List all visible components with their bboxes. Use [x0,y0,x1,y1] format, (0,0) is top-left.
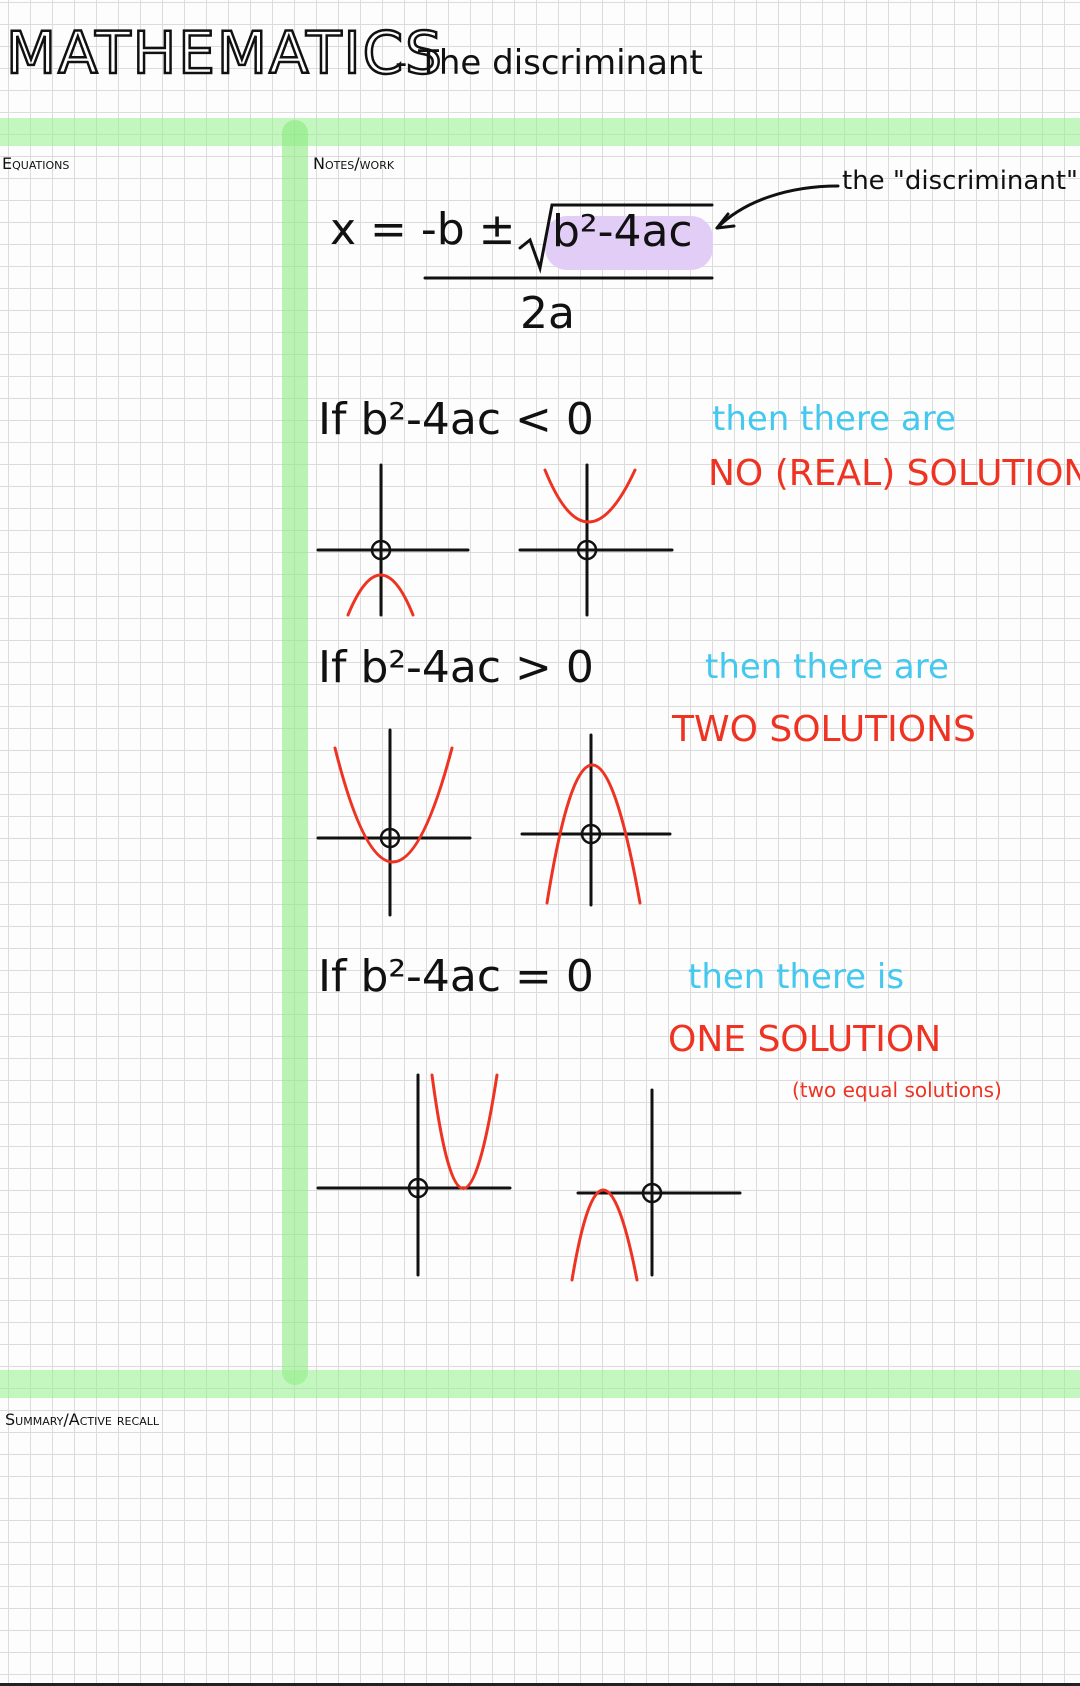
arrow-head-icon [715,212,736,230]
graph-one-solution-down [570,1088,742,1282]
annotation-arrow [715,184,840,230]
graph-two-solutions-down [520,733,672,907]
case-zero-lead: then there is [688,957,905,997]
case-zero-condition: If b²-4ac = 0 [318,951,594,1002]
case-negative-lead: then there are [712,399,956,439]
discriminant-annotation: the "discriminant" [842,166,1078,196]
graph-no-solution-up [518,463,674,617]
case-zero-result: ONE SOLUTION [668,1019,942,1060]
summary-divider [0,1370,1080,1398]
equations-heading: Equations [2,154,70,173]
case-negative-result: NO (REAL) SOLUTIONS [708,453,1080,494]
graph-two-solutions-up [316,728,472,917]
header-divider [0,118,1080,146]
title-main: MATHEMATICS [5,19,444,87]
notes-heading: Notes/work [313,154,395,173]
discriminant-highlight [545,216,713,270]
formula-denominator: 2a [520,288,575,339]
radical-sign [518,203,714,274]
formula-lhs: x = -b ± [330,204,516,255]
summary-heading: Summary/Active recall [5,1410,159,1429]
case-positive-condition: If b²-4ac > 0 [318,642,594,693]
case-positive-lead: then there are [705,647,949,687]
formula-radicand: b²-4ac [552,206,693,257]
title-sub: - The discriminant [395,43,703,83]
case-positive-result: TWO SOLUTIONS [672,709,976,750]
case-negative-condition: If b²-4ac < 0 [318,394,594,445]
graph-no-solution-down [316,463,470,617]
column-divider [282,120,308,1385]
graph-one-solution-up [316,1073,512,1277]
case-zero-note: (two equal solutions) [792,1078,1002,1102]
page-bottom-edge [0,1683,1080,1686]
